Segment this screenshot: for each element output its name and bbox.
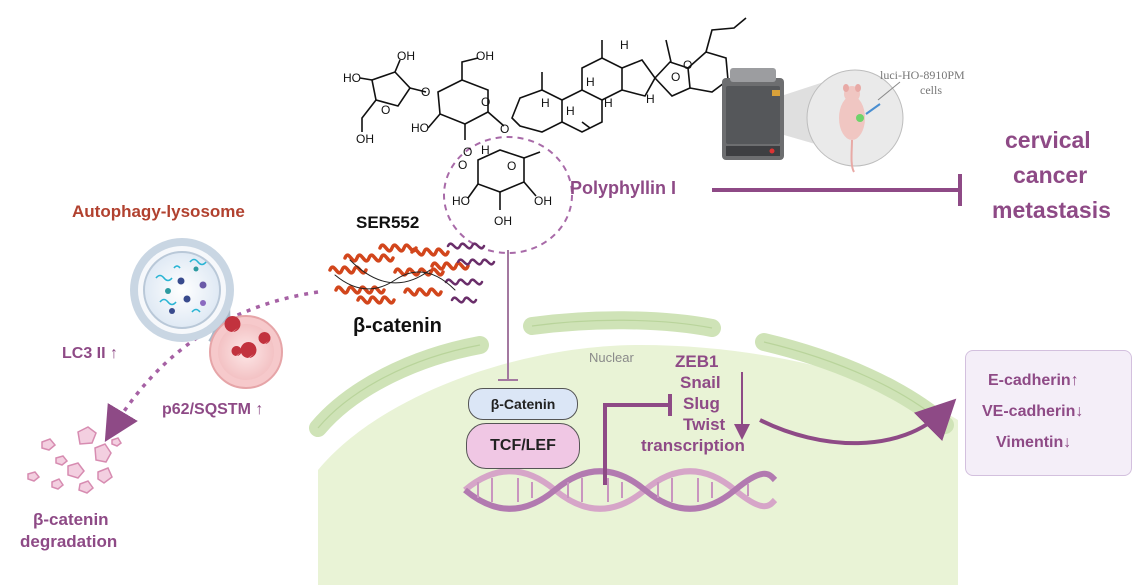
autophagy-title: Autophagy-lysosome xyxy=(72,202,245,221)
outcome-line-2: cancer xyxy=(1013,162,1088,188)
chem-label: O xyxy=(481,95,491,109)
chem-label: H xyxy=(586,75,595,89)
tf-twist: Twist xyxy=(683,415,726,434)
chem-label: OH xyxy=(356,132,374,146)
degradation-line-1: β-catenin xyxy=(33,510,109,529)
polyphyllin-structure xyxy=(359,17,747,210)
marker-vimentin: Vimentin↓ xyxy=(996,434,1072,451)
cells-label-1: luci-HO-8910PM xyxy=(880,68,965,82)
chem-label: HO xyxy=(411,121,429,135)
transcription-activation-line xyxy=(603,403,668,485)
autophagolysosome-icon xyxy=(130,238,283,389)
emt-markers-box: E-cadherin↑ VE-cadherin↓ Vimentin↓ xyxy=(965,350,1132,476)
nuclear-label: Nuclear xyxy=(589,350,634,365)
tf-transcription: transcription xyxy=(641,436,745,455)
tf-zeb1: ZEB1 xyxy=(675,352,719,371)
chem-label: O xyxy=(500,122,510,136)
chem-label: O xyxy=(507,159,517,173)
sugar-highlight-circle xyxy=(443,136,573,254)
tf-slug: Slug xyxy=(683,394,720,413)
protein-structure-icon xyxy=(328,242,496,305)
chem-label: OH xyxy=(397,49,415,63)
tcf-lef-box: TCF/LEF xyxy=(466,423,580,469)
outcome-line-1: cervical xyxy=(1005,127,1091,153)
phospho-site-label: SER552 xyxy=(356,213,420,232)
degradation-line-2: degradation xyxy=(20,532,118,551)
chem-label: H xyxy=(604,96,613,110)
chem-label: H xyxy=(566,104,575,118)
polyphyllin-label: Polyphyllin I xyxy=(570,178,677,198)
chem-label: O xyxy=(463,145,473,159)
chem-label: O xyxy=(683,58,693,72)
chem-label: HO xyxy=(452,194,470,208)
chem-label: HO xyxy=(343,71,361,85)
chem-label: H xyxy=(541,96,550,110)
protein-label: β-catenin xyxy=(353,315,442,337)
cells-label-2: cells xyxy=(920,83,942,97)
emt-arrow xyxy=(759,398,957,446)
nude-mouse-icon xyxy=(806,69,904,173)
chem-label: H xyxy=(646,92,655,106)
chem-label: H xyxy=(481,143,490,157)
chem-label: OH xyxy=(476,49,494,63)
degraded-fragments xyxy=(27,426,122,494)
outcome-line-3: metastasis xyxy=(992,197,1111,223)
degradation-arrow xyxy=(104,290,319,443)
chem-label: H xyxy=(620,38,629,52)
chem-label: O xyxy=(671,70,681,84)
p62-label: p62/SQSTM ↑ xyxy=(162,401,264,418)
chem-label: O xyxy=(458,158,468,172)
chem-label: O xyxy=(421,85,431,99)
chem-label: OH xyxy=(494,214,512,228)
marker-ve-cadherin: VE-cadherin↓ xyxy=(982,403,1084,420)
dna-helix-icon xyxy=(463,468,778,512)
chem-label: OH xyxy=(534,194,552,208)
lc3-label: LC3 II ↑ xyxy=(62,345,119,362)
marker-e-cadherin: E-cadherin↑ xyxy=(988,372,1079,389)
beta-catenin-box: β-Catenin xyxy=(468,388,578,420)
tf-snail: Snail xyxy=(680,373,721,392)
chem-label: O xyxy=(381,103,391,117)
